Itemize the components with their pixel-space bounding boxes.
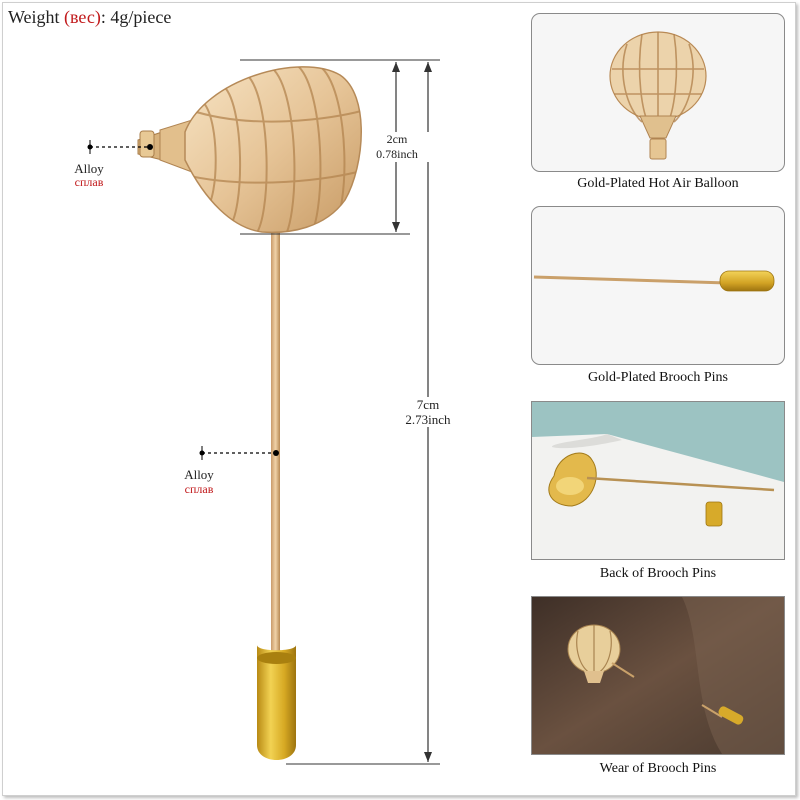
balloon-height-inch: 0.78inch bbox=[376, 147, 418, 161]
panel-pin-caption: Gold-Plated Brooch Pins bbox=[588, 370, 728, 385]
panel-pin bbox=[531, 206, 785, 365]
alloy-label-top-ru: сплав bbox=[74, 175, 104, 189]
alloy-label-mid: Alloy bbox=[184, 467, 214, 482]
balloon-height-cm: 2cm bbox=[386, 132, 408, 146]
panel-wear-caption: Wear of Brooch Pins bbox=[599, 761, 717, 776]
weight-label-ru: (вес) bbox=[64, 7, 101, 27]
balloon-body bbox=[184, 66, 362, 234]
total-height-label: 7cm 2.73inch bbox=[393, 397, 463, 427]
alloy-label-mid-ru: сплав bbox=[184, 482, 214, 496]
pin-cap bbox=[257, 645, 296, 760]
pin-shaft bbox=[271, 225, 280, 665]
weight-label: Weight bbox=[8, 7, 65, 27]
panel-balloon-caption: Gold-Plated Hot Air Balloon bbox=[577, 176, 739, 191]
total-height-cm: 7cm bbox=[416, 397, 440, 412]
alloy-label-top: Alloy bbox=[74, 161, 104, 176]
weight-spec: Weight (вес): 4g/piece bbox=[8, 7, 171, 28]
total-height-inch: 2.73inch bbox=[405, 412, 451, 427]
balloon-height-label: 2cm 0.78inch bbox=[362, 132, 432, 162]
weight-value: : 4g/piece bbox=[100, 7, 172, 27]
panel-wear bbox=[531, 596, 785, 755]
panel-back-caption: Back of Brooch Pins bbox=[599, 566, 717, 581]
panel-back bbox=[531, 401, 785, 560]
panel-balloon bbox=[531, 13, 785, 172]
